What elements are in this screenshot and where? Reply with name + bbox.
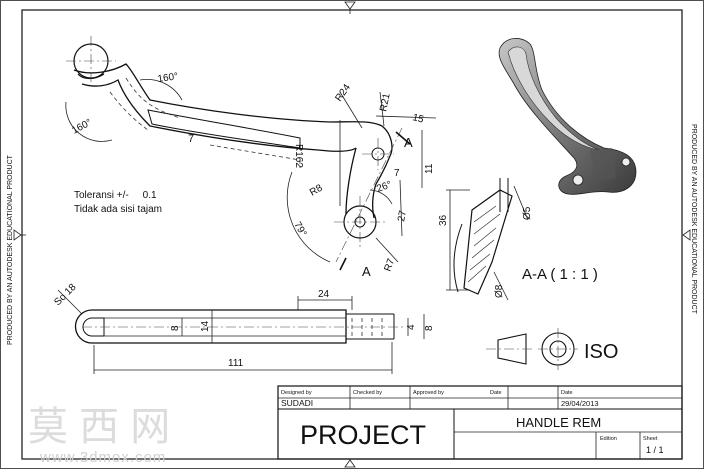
tb-sheet-label: Sheet [643,436,658,442]
watermark-left-text: PRODUCED BY AN AUTODESK EDUCATIONAL PROD… [7,154,14,345]
tb-approved-by-label: Approved by [413,390,444,396]
note-no-sharp-edges: Tidak ada sisi tajam [74,204,162,215]
drawing-border [21,9,683,460]
tb-date-label-2: Date [561,390,573,396]
front-view [65,36,437,271]
section-label: A-A ( 1 : 1 ) [522,266,598,283]
dim-angle-79: 79° [291,220,308,239]
tb-project: PROJECT [300,420,426,450]
dim-r21: R21 [378,92,393,113]
dim-angle-160-left: 160° [70,117,93,136]
projection-symbol [486,328,578,370]
dim-seven-mid: 7 [188,133,194,145]
dim-angle-26: 26° [375,179,393,195]
tb-designed-by-label: Designed by [281,390,312,396]
dim-so18: So 18 [52,282,79,309]
dim-24: 24 [318,289,330,300]
watermark-right-text: PRODUCED BY AN AUTODESK EDUCATIONAL PROD… [690,124,697,315]
dim-15: 15 [411,112,425,125]
tb-title: HANDLE REM [516,415,601,430]
dim-111: 111 [228,358,244,369]
dim-11: 11 [424,163,435,174]
iso-render [498,38,637,195]
centering-marks [13,1,691,468]
tb-date-label-1: Date [490,390,502,396]
tb-sheet: 1 / 1 [646,445,664,455]
dim-dia8-section: Ø8 [494,284,505,298]
section-a-a-view [446,178,529,301]
dim-14: 14 [200,320,211,332]
dim-seven-small: 7 [394,168,400,179]
watermark-site: www.3dmox.com [39,449,166,466]
tb-designed-by: SUDADI [281,398,313,408]
title-block [277,385,683,460]
dim-8-left: 8 [170,325,181,331]
dim-r8: R8 [308,182,325,198]
dim-dia5: Ø5 [522,206,533,220]
dim-r7: R7 [382,257,397,273]
section-letter-a-bottom: A [362,264,371,279]
tb-checked-by-label: Checked by [353,390,382,396]
section-letter-a-top: A [404,135,413,150]
dim-r24: R24 [333,82,353,104]
tb-date: 29/04/2013 [561,399,599,408]
note-tolerance: Toleransi +/- 0.1 [74,190,157,201]
dim-angle-160-top: 160° [157,71,179,85]
watermark-logo: 莫 西 网 [28,405,170,449]
dim-27: 27 [396,209,409,222]
projection-iso-label: ISO [584,341,618,363]
dim-r162: R162 [293,144,304,168]
tb-edition-label: Edition [600,436,617,442]
dim-8-right: 8 [424,325,435,331]
dim-36: 36 [438,214,449,226]
plan-view [57,289,425,374]
dim-4: 4 [406,324,417,330]
